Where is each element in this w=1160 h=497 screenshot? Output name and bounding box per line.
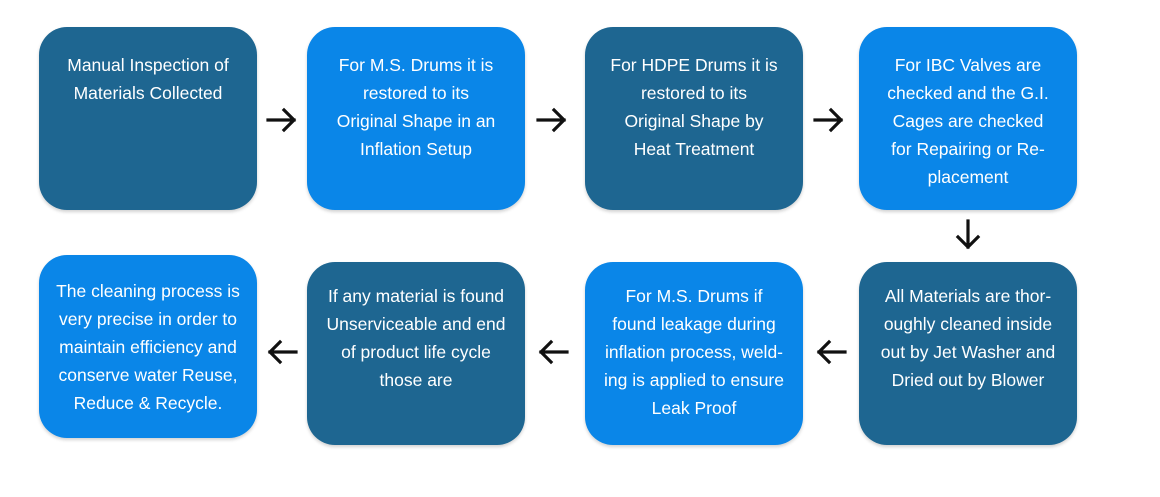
arrow-right-icon [262, 100, 302, 140]
arrow-right-icon [809, 100, 849, 140]
arrow-left-icon [262, 332, 302, 372]
step-7-text: If any material is found Unserviceable a… [326, 286, 506, 390]
step-1-box: Manual Inspection of Materials Collected [39, 27, 257, 210]
step-4-text: For IBC Valves are checked and the G.I. … [887, 55, 1049, 187]
arrow-down-icon [948, 215, 988, 255]
step-2-box: For M.S. Drums it is restored to its Ori… [307, 27, 525, 210]
step-2-text: For M.S. Drums it is restored to its Ori… [336, 55, 496, 159]
arrow-right-icon [532, 100, 572, 140]
step-4-box: For IBC Valves are checked and the G.I. … [859, 27, 1077, 210]
step-8-box: The cleaning process is very precise in … [39, 255, 257, 438]
arrow-left-icon [533, 332, 573, 372]
arrow-left-icon [811, 332, 851, 372]
step-6-box: For M.S. Drums if found leakage during i… [585, 262, 803, 445]
step-1-text: Manual Inspection of Materials Collected [67, 55, 229, 103]
step-6-text: For M.S. Drums if found leakage during i… [604, 286, 784, 418]
step-5-text: All Materials are thor- oughly cleaned i… [880, 286, 1056, 390]
step-3-box: For HDPE Drums it is restored to its Ori… [585, 27, 803, 210]
step-5-box: All Materials are thor- oughly cleaned i… [859, 262, 1077, 445]
step-3-text: For HDPE Drums it is restored to its Ori… [610, 55, 778, 159]
step-7-box: If any material is found Unserviceable a… [307, 262, 525, 445]
step-8-text: The cleaning process is very precise in … [56, 281, 240, 413]
